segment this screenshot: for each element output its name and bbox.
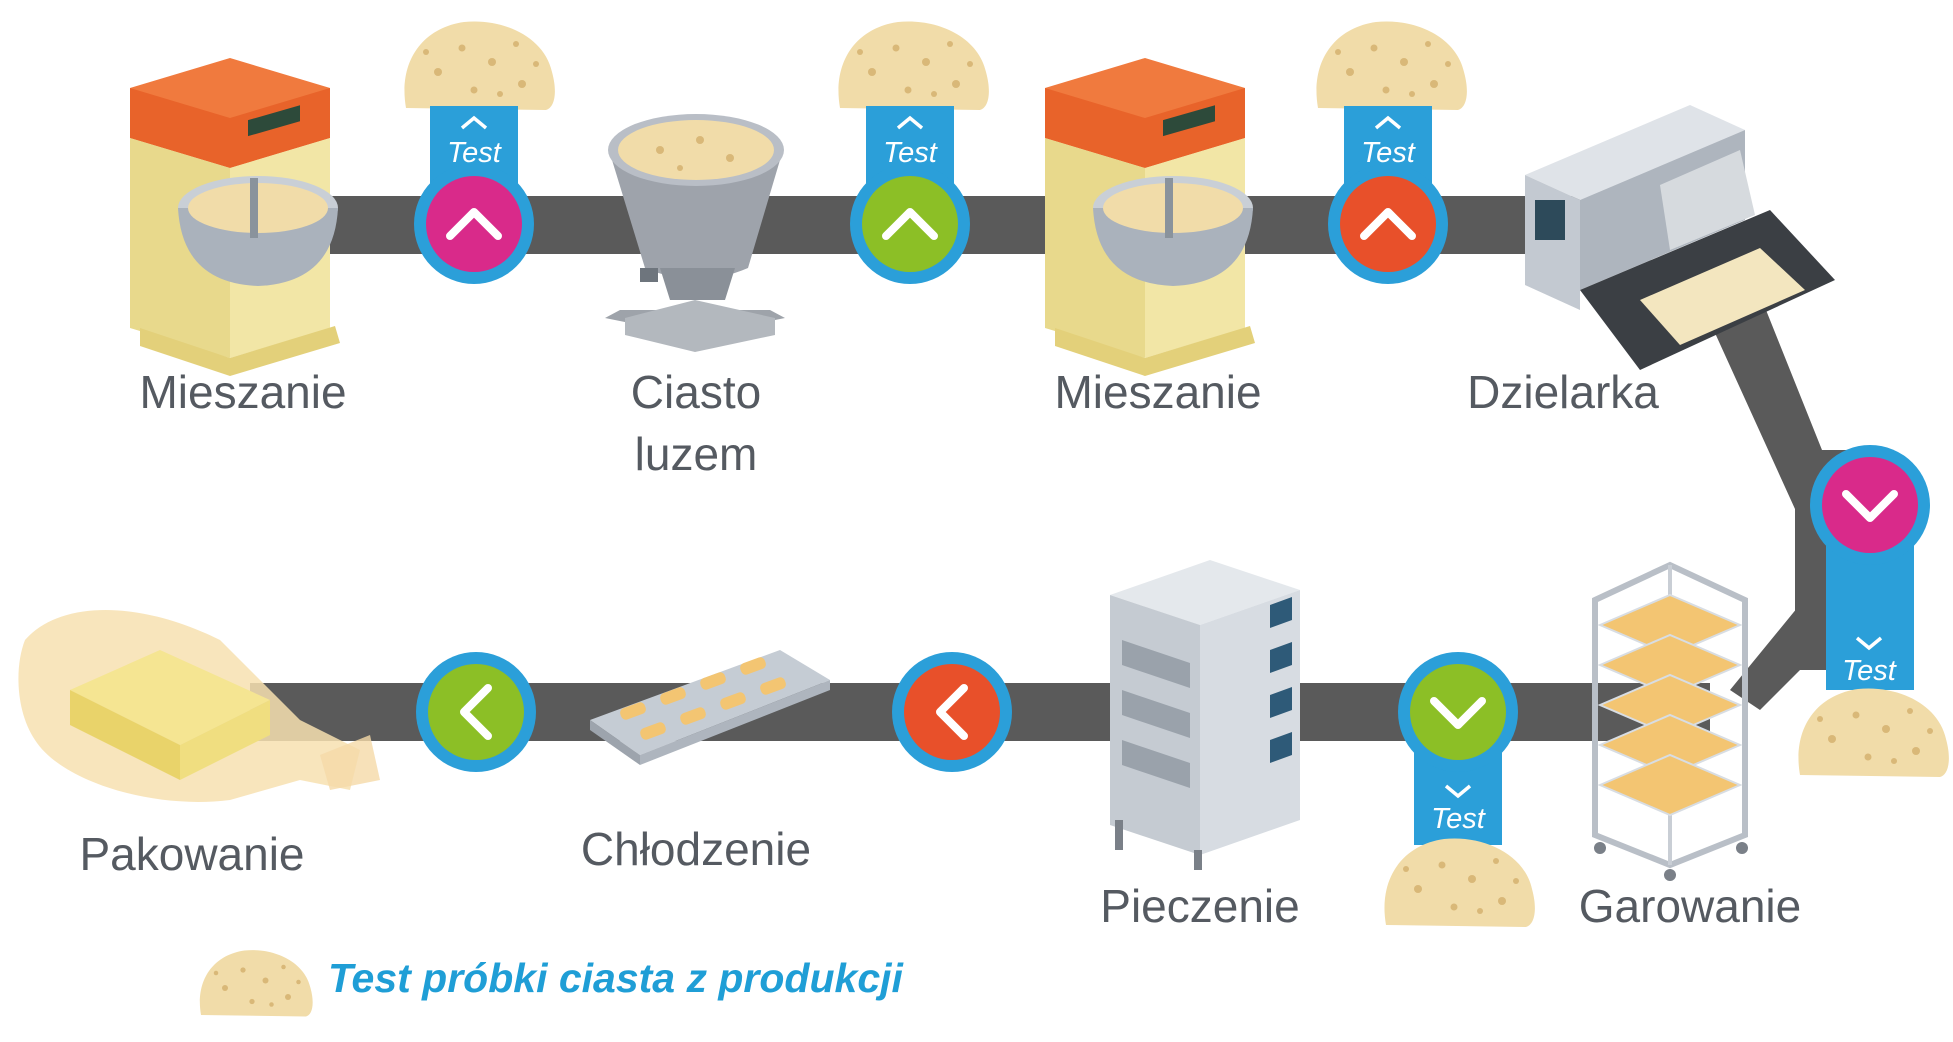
dough-sample-icon <box>404 21 555 110</box>
small-up-arrow-icon <box>896 115 924 130</box>
test-label: Test <box>447 137 503 169</box>
chevron-down-icon <box>1842 490 1898 522</box>
station-label-chlodzenie: Chłodzenie <box>581 823 811 875</box>
legend: Test próbki ciasta z produkcji <box>199 950 905 1017</box>
chevron-left-icon <box>936 684 968 740</box>
chevron-up-icon <box>882 208 938 240</box>
station-label-pakowanie: Pakowanie <box>79 828 304 880</box>
chevron-up-icon <box>446 208 502 240</box>
checkpoint-4: Test <box>1798 445 1949 777</box>
divider-machine-icon <box>1525 105 1835 370</box>
checkpoint-circle-magenta <box>426 176 522 272</box>
station-label-luzem: luzem <box>635 428 758 480</box>
station-label-ciasto: Ciasto <box>631 366 761 418</box>
checkpoint-circle-orange <box>904 664 1000 760</box>
mixer-machine-icon <box>130 58 340 376</box>
bread-bag-icon <box>18 610 380 802</box>
chevron-up-icon <box>1360 208 1416 240</box>
station-label-garowanie: Garowanie <box>1579 880 1801 932</box>
chevron-down-icon <box>1430 697 1486 729</box>
mixer-machine-icon <box>1045 58 1255 376</box>
checkpoint-3: Test <box>1316 21 1467 284</box>
checkpoint-circle-green <box>1410 664 1506 760</box>
test-label: Test <box>1431 803 1487 835</box>
checkpoint-2: Test <box>838 21 989 284</box>
checkpoint-6 <box>892 652 1012 772</box>
checkpoint-circle-orange <box>1340 176 1436 272</box>
checkpoint-1: Test <box>404 21 555 284</box>
station-label-mieszanie-1: Mieszanie <box>139 366 346 418</box>
small-up-arrow-icon <box>460 115 488 130</box>
small-down-arrow-icon <box>1855 636 1883 651</box>
small-up-arrow-icon <box>1374 115 1402 130</box>
checkpoint-circle-green <box>428 664 524 760</box>
proofing-rack-icon <box>1592 561 1748 881</box>
chevron-left-icon <box>460 684 492 740</box>
checkpoint-5: Test <box>1384 652 1535 927</box>
station-label-dzielarka: Dzielarka <box>1467 366 1659 418</box>
dough-sample-icon <box>1316 21 1467 110</box>
test-label: Test <box>1842 655 1898 687</box>
checkpoint-circle-green <box>862 176 958 272</box>
dough-sample-icon <box>199 950 313 1017</box>
station-label-pieczenie: Pieczenie <box>1100 880 1299 932</box>
test-label: Test <box>883 137 939 169</box>
small-down-arrow-icon <box>1444 784 1472 799</box>
legend-text: Test próbki ciasta z produkcji <box>328 955 905 1001</box>
dough-sample-icon <box>1798 688 1949 777</box>
checkpoint-7 <box>416 652 536 772</box>
test-label: Test <box>1361 137 1417 169</box>
dough-sample-icon <box>1384 838 1535 927</box>
oven-icon <box>1110 560 1300 870</box>
station-label-mieszanie-2: Mieszanie <box>1054 366 1261 418</box>
cooling-tray-icon <box>590 650 830 765</box>
station-labels: Mieszanie Ciasto luzem Mieszanie Dzielar… <box>79 366 1801 932</box>
checkpoint-circle-magenta <box>1822 457 1918 553</box>
dough-sample-icon <box>838 21 989 110</box>
dough-bowl-icon <box>605 114 785 352</box>
